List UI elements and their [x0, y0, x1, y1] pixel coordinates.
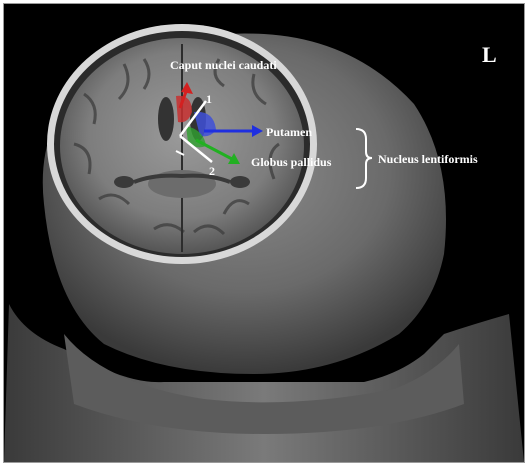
marker-number-1: 1 [206, 92, 212, 107]
label-nucleus-lentiformis: Nucleus lentiformis [378, 152, 478, 167]
label-globus-pallidus: Globus pallidus [251, 155, 331, 170]
label-putamen: Putamen [266, 125, 312, 140]
marker-number-2: 2 [209, 164, 215, 179]
figure-frame: Caput nuclei caudati Putamen Globus pall… [3, 3, 525, 463]
orientation-label: L [482, 42, 497, 68]
label-caput-nuclei-caudati: Caput nuclei caudati [170, 58, 277, 73]
